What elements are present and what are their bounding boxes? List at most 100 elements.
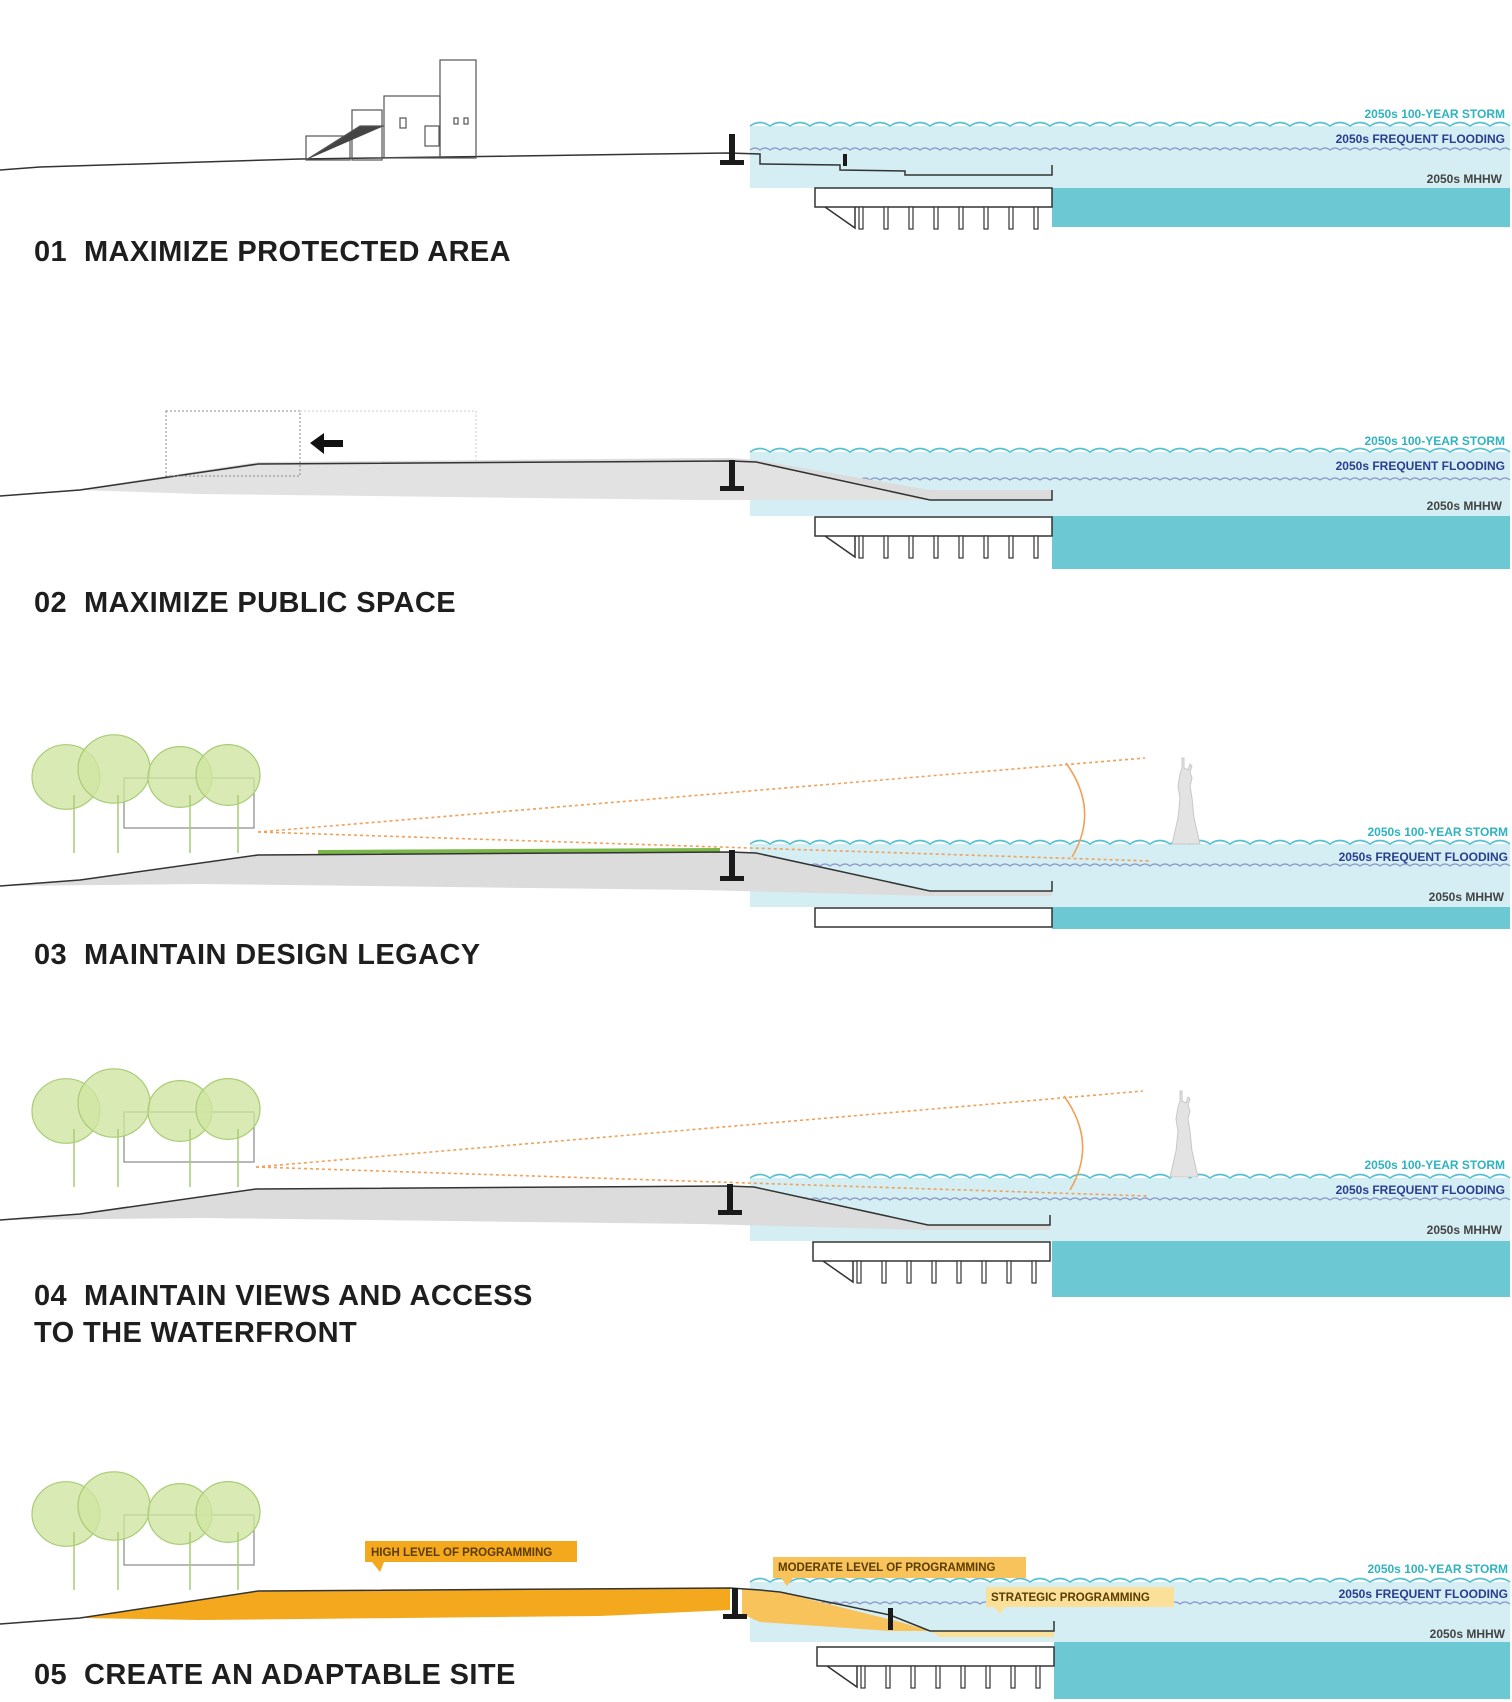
mhhw-water bbox=[1052, 188, 1510, 227]
frequent-flooding-line bbox=[749, 863, 1511, 867]
pier-brace bbox=[826, 1665, 858, 1689]
section-05-heading: 05 CREATE AN ADAPTABLE SITE bbox=[34, 1657, 516, 1694]
pier bbox=[814, 516, 1053, 559]
pier-pile bbox=[1008, 206, 1014, 230]
raised-ground bbox=[0, 852, 1052, 896]
strategic-programming-zone bbox=[930, 1631, 1054, 1637]
section-03-heading: 03 MAINTAIN DESIGN LEGACY bbox=[34, 937, 481, 974]
pier-pile bbox=[1033, 535, 1039, 559]
section-number: 03 bbox=[34, 939, 68, 971]
tree-icon bbox=[195, 1480, 261, 1543]
storm-water bbox=[750, 1178, 1510, 1241]
moderate-programming-zone bbox=[742, 1589, 930, 1631]
pier-pile bbox=[1035, 1665, 1041, 1689]
pier bbox=[812, 1241, 1051, 1284]
storm-water bbox=[750, 126, 1510, 188]
pier-pile bbox=[985, 1665, 991, 1689]
tree-icon bbox=[195, 743, 261, 806]
storm-label: 2050s 100-YEAR STORM bbox=[1364, 1158, 1505, 1172]
pier-deck bbox=[816, 1646, 1055, 1667]
pier-pile bbox=[958, 206, 964, 230]
section-01-heading: 01 MAXIMIZE PROTECTED AREA bbox=[34, 234, 511, 271]
tree-icon bbox=[195, 1077, 261, 1140]
strategic-programming-callout: STRATEGIC PROGRAMMING bbox=[986, 1587, 1174, 1614]
frequent-flooding-line bbox=[749, 1197, 1511, 1201]
pier-pile bbox=[910, 1665, 916, 1689]
mhhw-water bbox=[1054, 1642, 1510, 1699]
mhhw-label: 2050s MHHW bbox=[1430, 1627, 1506, 1641]
pier-pile bbox=[883, 535, 889, 559]
ground-line bbox=[0, 1587, 1055, 1632]
mhhw-label: 2050s MHHW bbox=[1427, 172, 1503, 186]
mhhw-water bbox=[1052, 1241, 1510, 1297]
pier-pile bbox=[881, 1260, 887, 1284]
left-arrow-icon bbox=[310, 433, 343, 454]
section-03-diagram: 2050s 100-YEAR STORM 2050s FREQUENT FLOO… bbox=[0, 734, 1511, 929]
section-title-line2: TO THE WATERFRONT bbox=[34, 1317, 358, 1349]
mhhw-label: 2050s MHHW bbox=[1427, 499, 1503, 513]
pier-pile bbox=[1031, 1260, 1037, 1284]
pier-brace bbox=[824, 535, 856, 559]
statue-of-liberty-icon bbox=[1169, 1090, 1199, 1178]
sightlines bbox=[255, 1090, 1149, 1197]
frequent-flooding-label: 2050s FREQUENT FLOODING bbox=[1339, 1587, 1508, 1601]
pier-pile bbox=[883, 206, 889, 230]
tree-icon-group bbox=[31, 1068, 261, 1187]
pier-pile bbox=[983, 535, 989, 559]
strategic-programming-label: STRATEGIC PROGRAMMING bbox=[991, 1592, 1150, 1604]
pier-pile bbox=[858, 535, 864, 559]
storm-water bbox=[750, 844, 1510, 907]
pier-pile bbox=[908, 535, 914, 559]
pier-pile bbox=[935, 1665, 941, 1689]
pier-pile bbox=[983, 206, 989, 230]
mhhw-water bbox=[1052, 516, 1510, 569]
floodwall-icon bbox=[723, 1588, 893, 1630]
section-01: 2050s 100-YEAR STORM 2050s FREQUENT FLOO… bbox=[0, 0, 1512, 300]
section-04-heading: 04 MAINTAIN VIEWS AND ACCESS TO THE WATE… bbox=[34, 1278, 533, 1352]
section-number: 04 bbox=[34, 1280, 68, 1312]
raised-ground bbox=[0, 1186, 1050, 1230]
floodwall-icon bbox=[720, 850, 744, 881]
pier-pile bbox=[931, 1260, 937, 1284]
statue-shape bbox=[1169, 1090, 1199, 1178]
pier bbox=[814, 187, 1053, 230]
section-02: 2050s 100-YEAR STORM 2050s FREQUENT FLOO… bbox=[0, 0, 1512, 640]
view-angle-arc bbox=[1063, 1095, 1084, 1191]
pier-pile bbox=[981, 1260, 987, 1284]
section-title: CREATE AN ADAPTABLE SITE bbox=[83, 1659, 516, 1691]
raised-ground-fill bbox=[80, 461, 930, 500]
high-programming-callout: HIGH LEVEL OF PROGRAMMING bbox=[365, 1541, 577, 1572]
storm-surge-line bbox=[749, 121, 1511, 127]
statue-shape bbox=[1171, 757, 1201, 845]
frequent-flooding-label: 2050s FREQUENT FLOODING bbox=[1336, 132, 1505, 146]
pier-pile bbox=[856, 1260, 862, 1284]
section-number: 02 bbox=[34, 587, 68, 619]
section-title: MAXIMIZE PROTECTED AREA bbox=[83, 236, 512, 268]
storm-label: 2050s 100-YEAR STORM bbox=[1367, 1562, 1508, 1576]
moderate-programming-label: MODERATE LEVEL OF PROGRAMMING bbox=[778, 1562, 995, 1574]
mhhw-label: 2050s MHHW bbox=[1427, 1223, 1503, 1237]
pier-pile bbox=[858, 206, 864, 230]
pier-pile bbox=[885, 1665, 891, 1689]
tree-icon-group bbox=[31, 1471, 261, 1590]
pier-pile bbox=[933, 206, 939, 230]
section-02-diagram: 2050s 100-YEAR STORM 2050s FREQUENT FLOO… bbox=[0, 410, 1511, 569]
pier bbox=[816, 1646, 1055, 1689]
floodwall-icon bbox=[718, 1184, 742, 1215]
section-01-diagram: 2050s 100-YEAR STORM 2050s FREQUENT FLOO… bbox=[0, 59, 1511, 230]
high-programming-zone bbox=[80, 1588, 730, 1620]
mhhw-label: 2050s MHHW bbox=[1429, 890, 1505, 904]
tree-icon-group bbox=[31, 734, 261, 853]
frequent-flooding-label: 2050s FREQUENT FLOODING bbox=[1336, 459, 1505, 473]
storm-surge-line bbox=[749, 1173, 1511, 1179]
storm-surge-line bbox=[749, 447, 1511, 453]
view-angle-arc bbox=[1065, 762, 1086, 858]
frequent-flooding-line bbox=[749, 147, 1511, 151]
ground-line bbox=[0, 460, 1053, 501]
frequent-flooding-line bbox=[749, 477, 1511, 481]
ground-line bbox=[0, 851, 1053, 892]
pier-pile bbox=[860, 1665, 866, 1689]
storm-label: 2050s 100-YEAR STORM bbox=[1364, 434, 1505, 448]
